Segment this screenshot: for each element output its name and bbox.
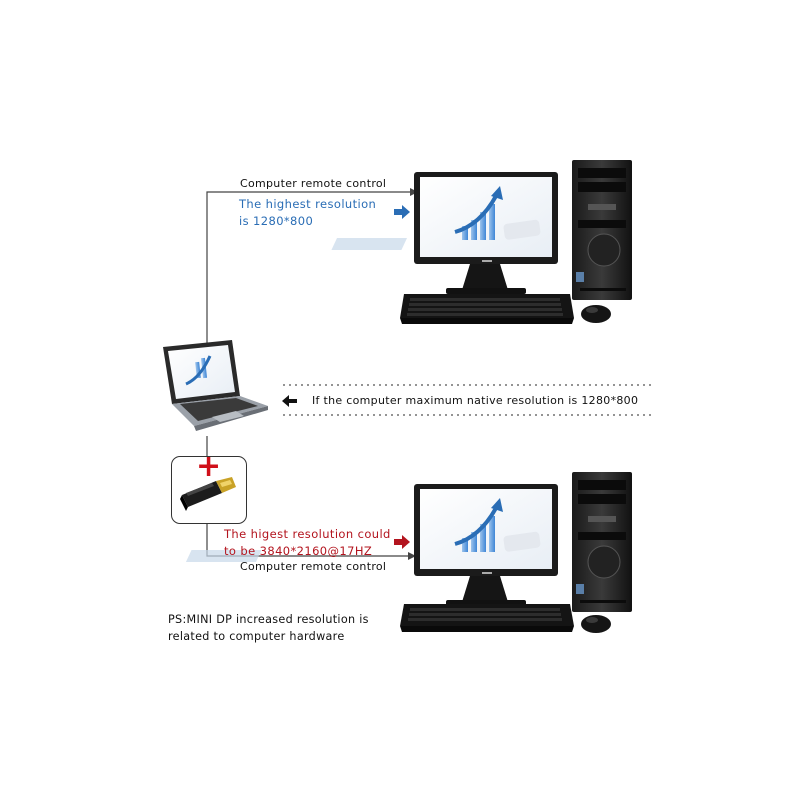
left-arrow-icon	[282, 395, 297, 407]
footnote: PS:MINI DP increased resolution is relat…	[168, 613, 369, 643]
bottom-mouse-icon	[581, 615, 611, 633]
native-resolution-text: If the computer maximum native resolutio…	[312, 394, 639, 407]
bottom-connector-arrowhead	[408, 552, 416, 560]
adapter-callout: +	[171, 449, 247, 524]
bottom-monitor-icon	[185, 484, 558, 606]
plus-icon: +	[196, 449, 222, 484]
top-resolution-text: The highest resolution is 1280*800	[239, 197, 377, 228]
bottom-connection-label: Computer remote control	[240, 560, 387, 573]
laptop-icon	[163, 340, 268, 431]
top-connector-line	[206, 191, 410, 344]
bottom-resolution-text: The higest resolution could to be 3840*2…	[224, 527, 391, 558]
mini-dp-adapter-icon	[180, 477, 236, 511]
top-connection-label: Computer remote control	[240, 177, 387, 190]
top-monitor-icon	[331, 172, 558, 294]
blue-arrow-icon	[394, 205, 410, 219]
bottom-desktop-tower-icon	[572, 472, 632, 612]
top-mouse-icon	[581, 305, 611, 323]
bottom-keyboard-icon	[400, 604, 574, 632]
top-desktop-tower-icon	[572, 160, 632, 300]
top-keyboard-icon	[400, 294, 574, 324]
red-arrow-icon	[394, 535, 410, 549]
